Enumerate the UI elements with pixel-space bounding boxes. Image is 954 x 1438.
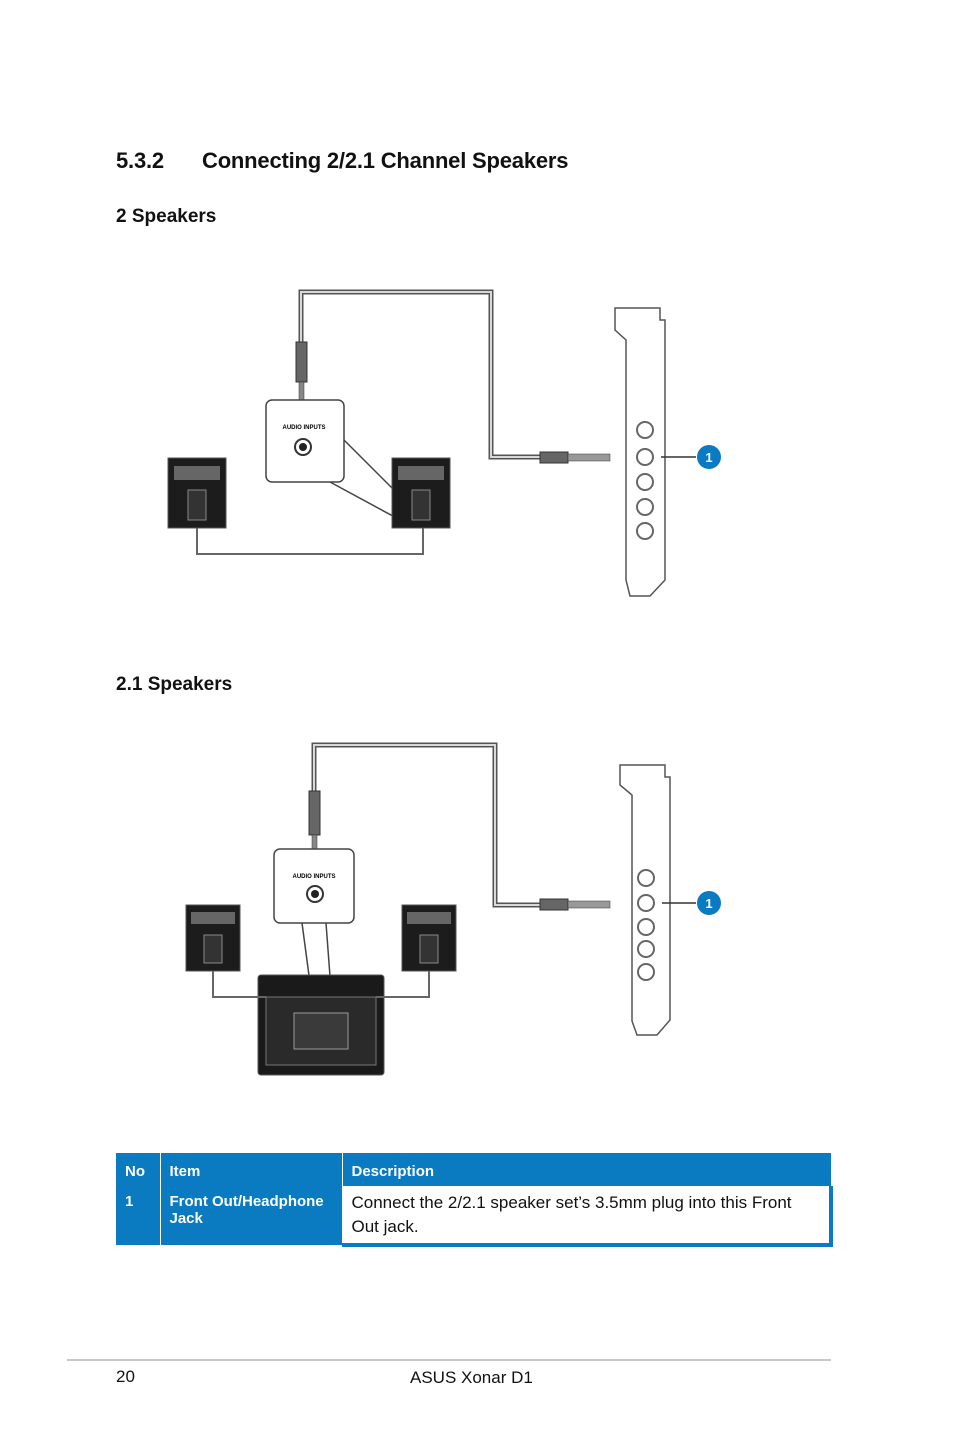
jack-table: No Item Description 1 Front Out/Headphon…	[116, 1153, 833, 1247]
subheading-2-speakers: 2 Speakers	[116, 206, 217, 227]
subheading-2-1-speakers: 2.1 Speakers	[116, 674, 233, 695]
jack-label-2: AUDIO INPUTS	[292, 874, 335, 880]
header-description: Description	[342, 1153, 831, 1186]
footer-title: ASUS Xonar D1	[410, 1368, 533, 1387]
table-row: 1 Front Out/Headphone Jack Connect the 2…	[116, 1186, 833, 1247]
diagram-2-speakers: AUDIO INPUTS 1	[167, 289, 721, 597]
footer-divider	[67, 1359, 831, 1361]
diagram-2-1-speakers: AUDIO INPUTS 1	[185, 742, 721, 1076]
cell-item: Front Out/Headphone Jack	[160, 1186, 343, 1245]
section-number: 5.3.2	[116, 148, 164, 173]
cell-description: Connect the 2/2.1 speaker set’s 3.5mm pl…	[342, 1186, 833, 1247]
jack-label: AUDIO INPUTS	[282, 425, 325, 431]
page-number: 20	[116, 1367, 135, 1386]
cell-no: 1	[116, 1186, 161, 1245]
callout-1-b: 1	[705, 896, 712, 911]
table-header-row: No Item Description	[116, 1153, 831, 1186]
section-title: Connecting 2/2.1 Channel Speakers	[202, 148, 569, 173]
header-item: Item	[160, 1153, 343, 1186]
header-no: No	[116, 1153, 161, 1186]
callout-1: 1	[705, 450, 712, 465]
